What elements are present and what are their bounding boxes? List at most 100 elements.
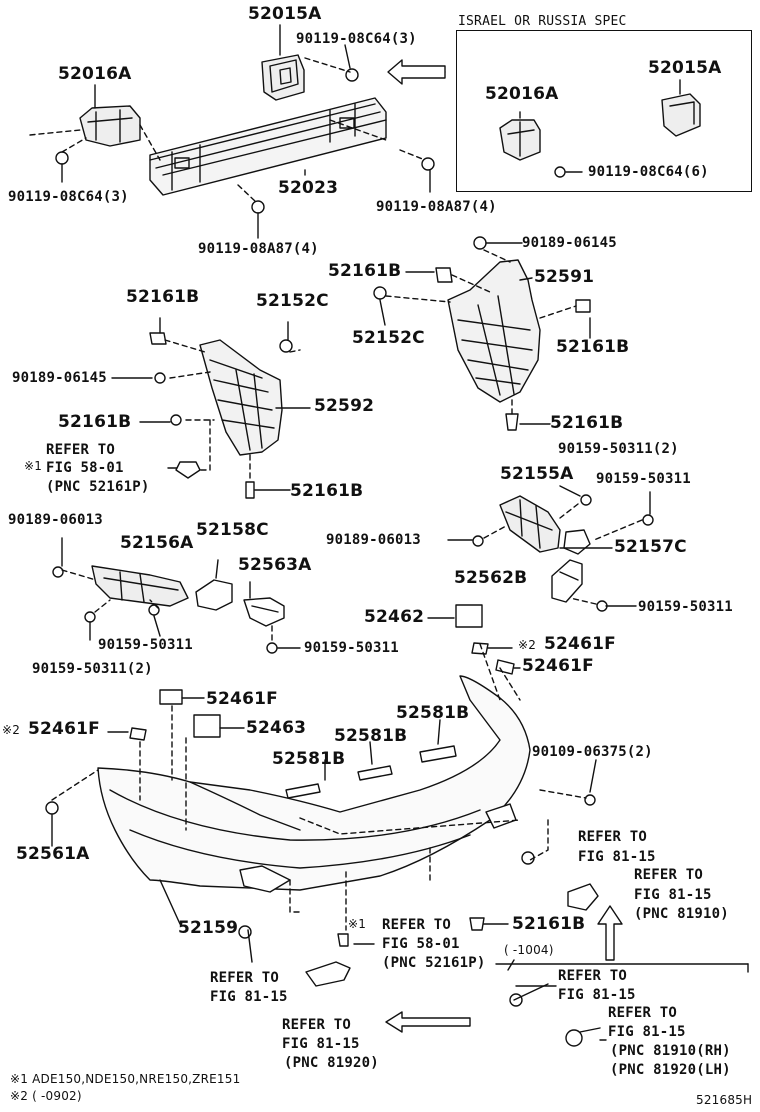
reinforcement-52023-shape <box>149 97 387 196</box>
part-52157C: 52157C <box>614 537 687 557</box>
dashed-guides-right <box>385 249 577 415</box>
mark-1-bottom: ※1 <box>348 917 367 931</box>
part-90159-50311-d: 90159-50311 <box>304 640 399 656</box>
pads <box>107 604 521 741</box>
ref-refer-to-58-b: REFER TO <box>382 917 452 933</box>
ref-fig-81-15-f: FIG 81-15 <box>282 1036 360 1052</box>
ref-fig-58-01-b: FIG 58-01 <box>382 936 460 952</box>
ref-refer-to-d: REFER TO <box>558 968 628 984</box>
part-52161B-c: 52161B <box>550 413 624 433</box>
ref-pnc-52161P: (PNC 52161P) <box>46 479 150 495</box>
part-90159-50311-b: 90159-50311 <box>638 599 733 615</box>
part-90189-06145-right: 90189-06145 <box>522 235 617 251</box>
part-52581B-c: 52581B <box>272 749 346 769</box>
part-52159: 52159 <box>178 918 239 938</box>
part-52015A-spec: 52015A <box>648 58 722 78</box>
part-52152C-right: 52152C <box>352 328 425 348</box>
dashed-guides-bumper <box>51 643 587 931</box>
leaders-top <box>61 24 431 239</box>
part-52461F-c: 52461F <box>206 689 278 709</box>
part-52592: 52592 <box>314 396 375 416</box>
retainer-52156A-shape <box>52 565 233 623</box>
ref-refer-to-b: REFER TO <box>634 867 704 883</box>
part-52561A: 52561A <box>16 844 90 864</box>
mark-2-left: ※2 <box>2 723 21 737</box>
diagram-id: 521685H <box>696 1093 753 1107</box>
ref-refer-to-58: REFER TO <box>46 442 116 458</box>
part-90159-50311-2-left: 90159-50311(2) <box>32 661 153 677</box>
part-90119-08C64-3-top: 90119-08C64(3) <box>296 31 417 47</box>
part-52156A: 52156A <box>120 533 194 553</box>
part-52016A-spec: 52016A <box>485 84 559 104</box>
ref-fig-81-15-c: FIG 81-15 <box>210 989 288 1005</box>
ref-refer-to-c: REFER TO <box>210 970 280 986</box>
spec-box <box>456 30 752 192</box>
part-90119-08C64-6: 90119-08C64(6) <box>588 164 709 180</box>
ref-fig-58-01: FIG 58-01 <box>46 460 124 476</box>
bumper-cover-52159-shape <box>45 675 596 893</box>
date-1004: ( -1004) <box>504 943 554 957</box>
leaders-right <box>379 242 591 425</box>
part-52581B-b: 52581B <box>334 726 408 746</box>
spec-brackets <box>499 79 701 178</box>
part-52161B-g: 52161B <box>512 914 586 934</box>
part-90119-08A87-4-bottom: 90119-08A87(4) <box>198 241 319 257</box>
ref-refer-to-f: REFER TO <box>282 1017 352 1033</box>
part-90159-50311-c: 90159-50311 <box>98 637 193 653</box>
ref-refer-to-e: REFER TO <box>608 1005 678 1021</box>
left-arrow <box>385 1011 471 1033</box>
footnote-1: ※1 ADE150,NDE150,NRE150,ZRE151 <box>10 1072 241 1086</box>
part-52158C: 52158C <box>196 520 269 540</box>
fasteners-left <box>175 461 255 499</box>
part-90109-06375-2: 90109-06375(2) <box>532 744 653 760</box>
ref-pnc-52161P-b: (PNC 52161P) <box>382 955 486 971</box>
part-52563A: 52563A <box>238 555 312 575</box>
up-arrow <box>597 905 623 961</box>
part-90159-50311-2-right: 90159-50311(2) <box>558 441 679 457</box>
footnote-2: ※2 ( -0902) <box>10 1089 82 1103</box>
part-52461F-d: 52461F <box>28 719 100 739</box>
dashed-guides-mid <box>61 503 643 643</box>
part-52016A: 52016A <box>58 64 132 84</box>
ref-pnc-81920: (PNC 81920) <box>284 1055 379 1071</box>
ref-pnc-81910: (PNC 81910) <box>634 906 729 922</box>
part-52462: 52462 <box>364 607 425 627</box>
part-90189-06013-right: 90189-06013 <box>326 532 421 548</box>
part-52161B-d: 52161B <box>126 287 200 307</box>
ref-pnc-81910-rh: (PNC 81910(RH) <box>610 1043 731 1059</box>
part-52161B-f: 52161B <box>290 481 364 501</box>
bottom-parts <box>238 851 601 1047</box>
part-52152C-left: 52152C <box>256 291 329 311</box>
leaders-bumper <box>51 719 597 1001</box>
ref-fig-81-15-e: FIG 81-15 <box>608 1024 686 1040</box>
part-90189-06013-left: 90189-06013 <box>8 512 103 528</box>
side-bracket-52592-shape <box>149 332 293 456</box>
part-52161B-a: 52161B <box>328 261 402 281</box>
ref-fig-81-15-d: FIG 81-15 <box>558 987 636 1003</box>
retainer-52563A-shape <box>243 597 285 654</box>
leaders-mid <box>61 485 651 649</box>
part-52155A: 52155A <box>500 464 574 484</box>
ref-fig-81-15-b: FIG 81-15 <box>634 887 712 903</box>
part-52161B-e: 52161B <box>58 412 132 432</box>
side-bracket-52591-shape <box>373 236 591 431</box>
part-52581B-a: 52581B <box>396 703 470 723</box>
part-52161B-b: 52161B <box>556 337 630 357</box>
ref-refer-to-a: REFER TO <box>578 829 648 845</box>
mark-2-right: ※2 <box>518 638 537 652</box>
dashed-guides-top <box>29 57 426 203</box>
ref-pnc-81920-lh: (PNC 81920(LH) <box>610 1062 731 1078</box>
part-90119-08C64-3-left: 90119-08C64(3) <box>8 189 129 205</box>
part-52461F-b: 52461F <box>522 656 594 676</box>
part-90119-08A87-4-right: 90119-08A87(4) <box>376 199 497 215</box>
bracket-52016A-shape <box>79 105 141 147</box>
bracket-52015A-shape <box>261 54 305 101</box>
retainer-52562B-shape <box>551 559 608 612</box>
part-52463: 52463 <box>246 718 307 738</box>
part-90159-50311-a: 90159-50311 <box>596 471 691 487</box>
spec-box-title: ISRAEL OR RUSSIA SPEC <box>458 14 627 29</box>
part-52461F-a: 52461F <box>544 634 616 654</box>
part-52562B: 52562B <box>454 568 528 588</box>
